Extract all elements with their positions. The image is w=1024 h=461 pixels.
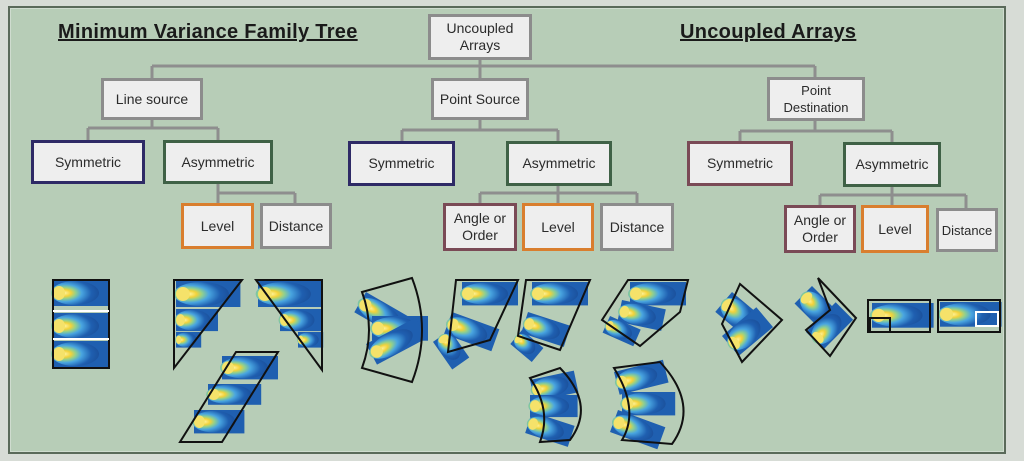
- illus-line-symmetric: [51, 279, 110, 369]
- illus-dest-distance: [937, 299, 1002, 333]
- node-dest-distance: Distance: [936, 208, 998, 252]
- node-line-distance: Distance: [260, 203, 332, 249]
- node-dest-asymmetric: Asymmetric: [843, 142, 941, 187]
- node-line-source: Line source: [101, 78, 203, 120]
- illus-dest-angle: [793, 277, 858, 358]
- illus-line-level: [173, 279, 245, 371]
- right-title: Uncoupled Arrays: [680, 21, 857, 43]
- left-title: Minimum Variance Family Tree: [58, 21, 358, 43]
- node-dest-angle-order: Angle or Order: [784, 205, 856, 253]
- node-point-symmetric: Symmetric: [348, 141, 455, 186]
- illus-dest-level: [867, 299, 934, 333]
- illus-line-skewed: [178, 351, 280, 443]
- node-point-destination: Point Destination: [767, 77, 865, 121]
- node-line-level: Level: [181, 203, 254, 249]
- node-point-distance: Distance: [600, 203, 674, 251]
- node-line-symmetric: Symmetric: [31, 140, 145, 184]
- node-uncoupled-arrays: Uncoupled Arrays: [428, 14, 532, 60]
- node-dest-level: Level: [861, 205, 929, 253]
- illus-point-bottom-a: [523, 366, 582, 447]
- node-point-angle-order: Angle or Order: [443, 203, 517, 251]
- node-dest-symmetric: Symmetric: [687, 141, 793, 186]
- illus-point-bottom-b: [608, 359, 685, 450]
- illus-point-distance: [600, 279, 690, 348]
- illus-point-symmetric: [352, 276, 428, 384]
- illus-line-distance: [254, 279, 324, 374]
- node-line-asymmetric: Asymmetric: [163, 140, 273, 184]
- illus-point-level: [509, 279, 592, 362]
- illus-dest-symmetric: [714, 282, 784, 364]
- node-point-level: Level: [522, 203, 594, 251]
- illus-point-angle: [432, 279, 520, 370]
- node-point-source: Point Source: [431, 78, 529, 120]
- node-point-asymmetric: Asymmetric: [506, 141, 612, 186]
